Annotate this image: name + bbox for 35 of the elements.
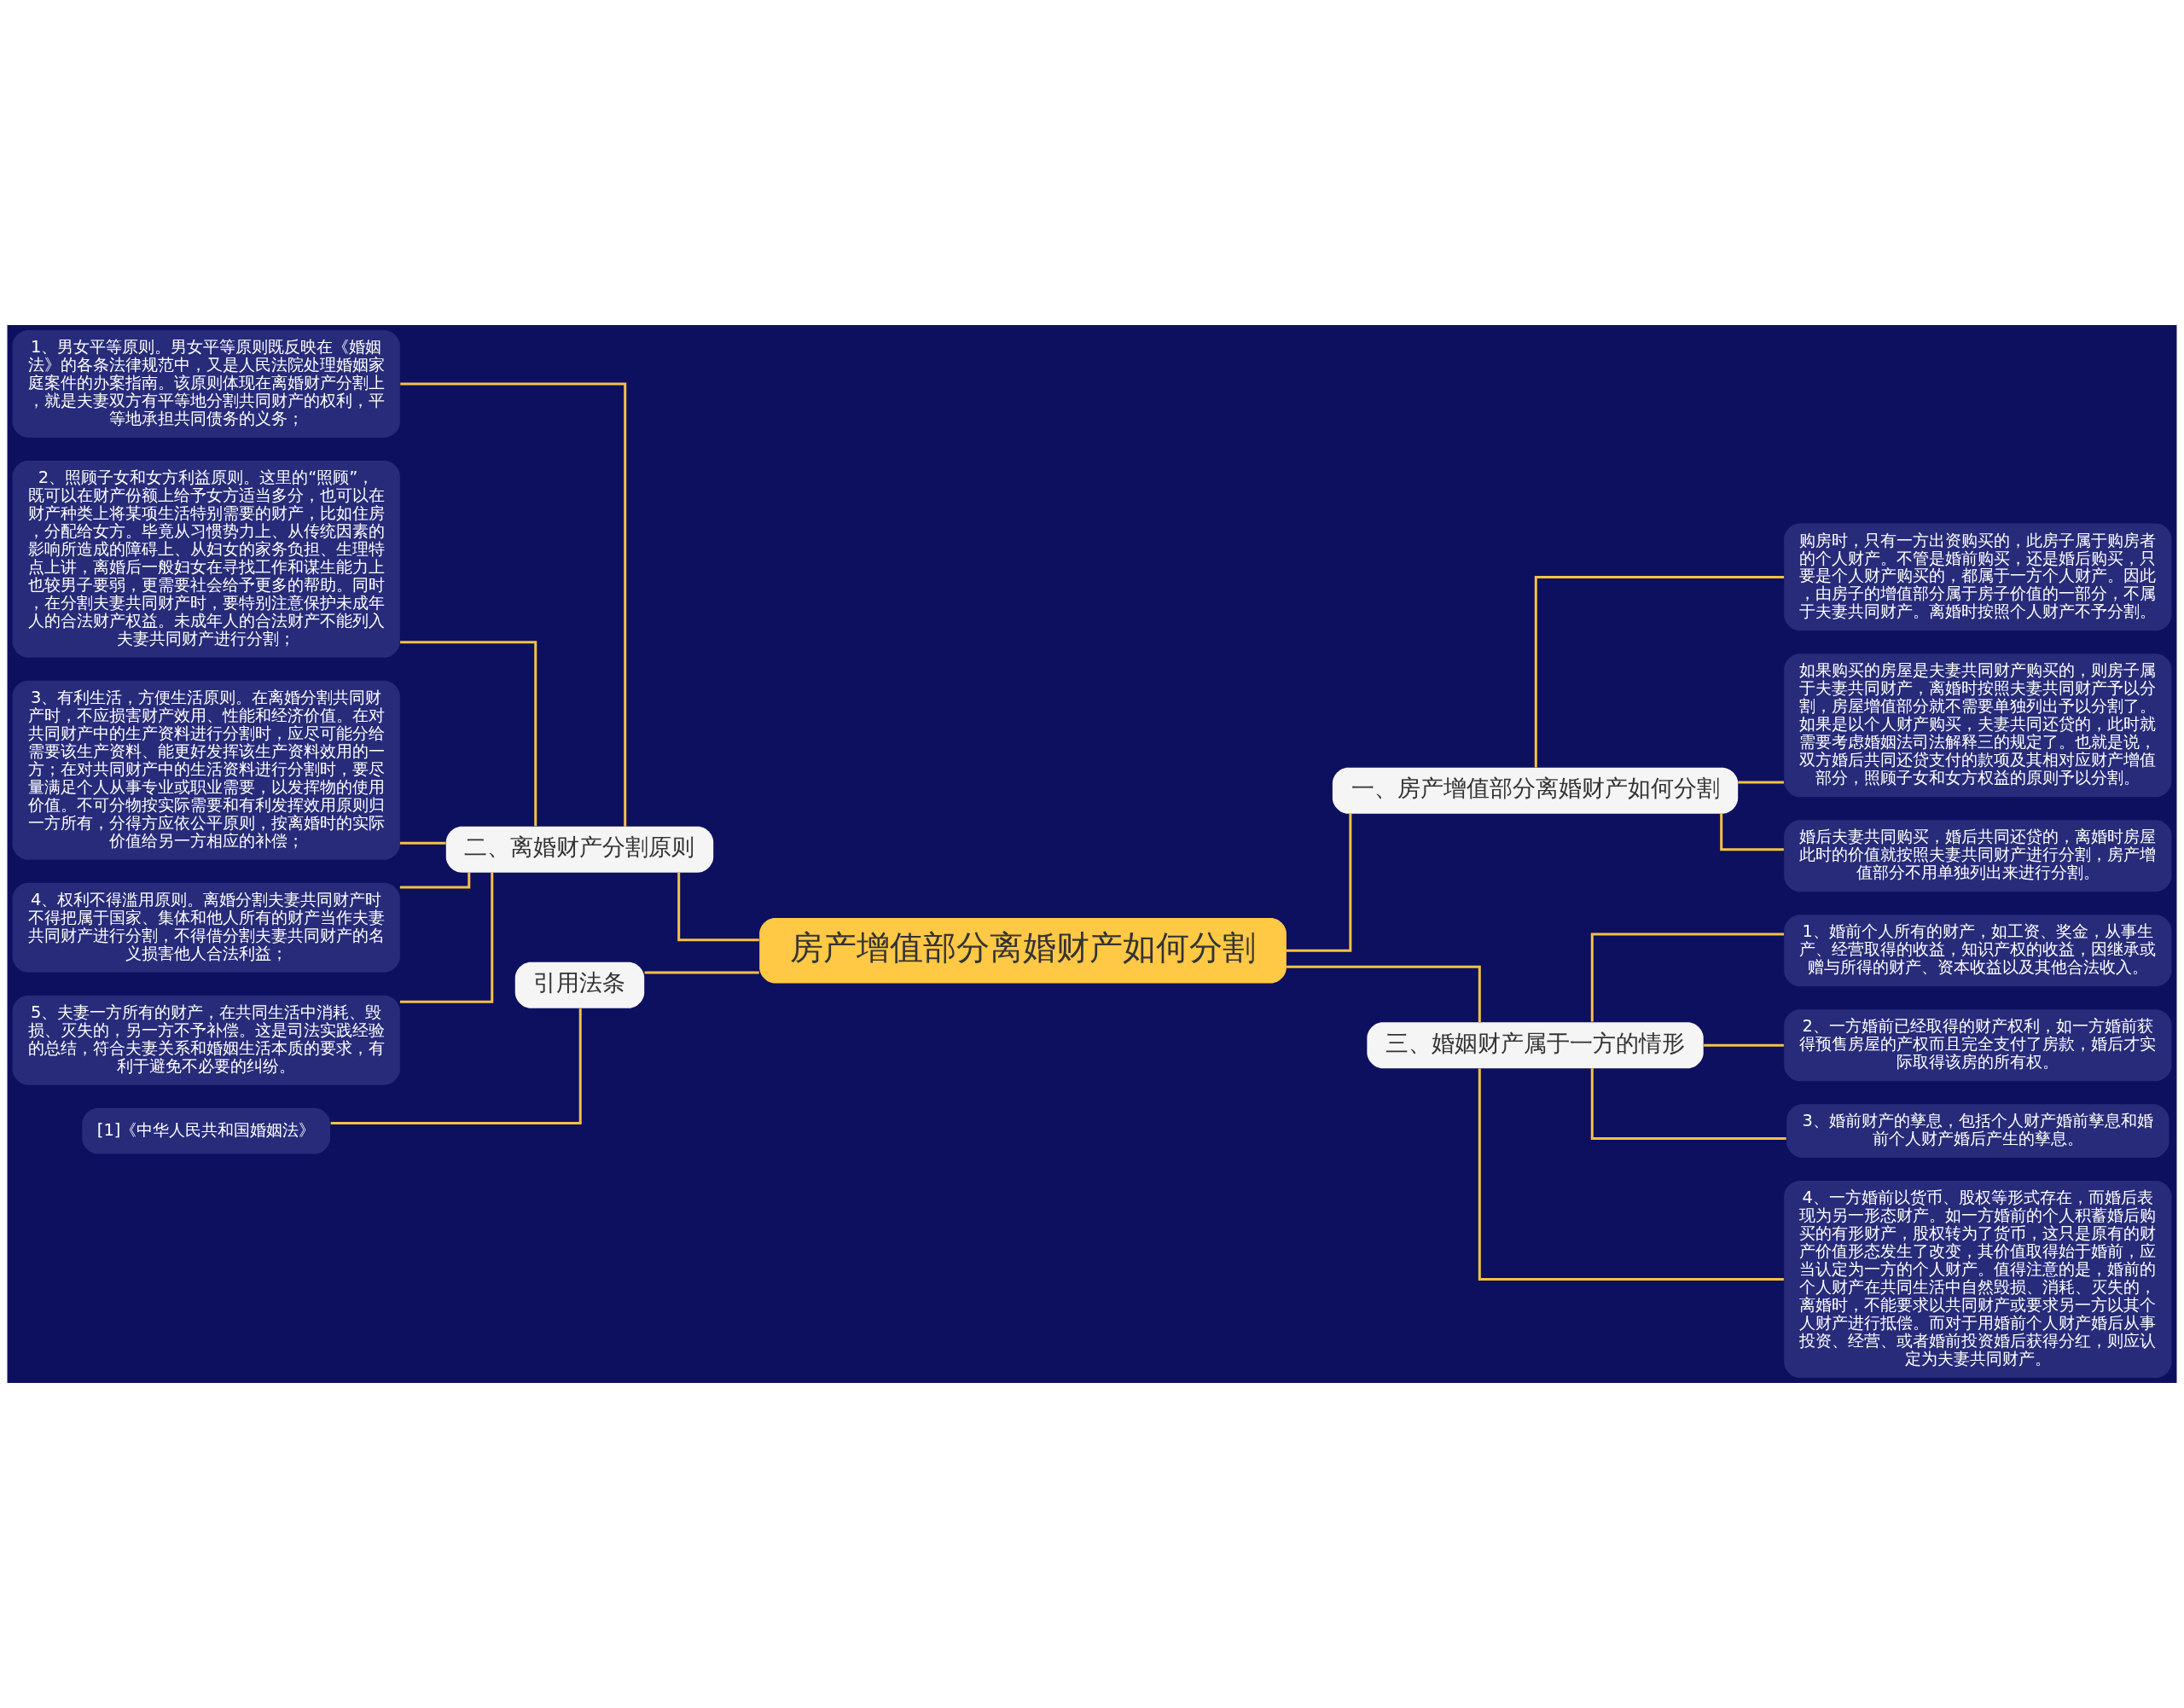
connector bbox=[400, 382, 627, 827]
connector bbox=[1720, 814, 1784, 851]
connector bbox=[1590, 1068, 1786, 1141]
node-box: 2、照顾子女和女方利益原则。这里的“照顾”，既可以在财产份额上给予女方适当多分，也可以在财产种类上将某项生活特别需要的财产，比如住房，分配给女方。毕竟从习惯势力上、从传统因素的影响所造成的障碍上、从妇女的家务负担、生理特点上讲，离婚后一般妇女在寻找工作和谋生能力上也较男子要弱，更需要社会给予更多的帮助。同时，在分割夫妻共同财产时，要特别注意保护未成年人的合法财产权益。未成年人的合法财产不能列入夫妻共同财产进行分割； bbox=[12, 460, 400, 658]
node-box: 婚后夫妻共同购买，婚后共同还贷的，离婚时房屋此时的价值就按照夫妻共同财产进行分割，房产增值部分不用单独列出来进行分割。 bbox=[1784, 820, 2172, 892]
connector bbox=[1738, 781, 1784, 784]
node-box: 3、有利生活，方便生活原则。在离婚分割共同财产时，不应损害财产效用、性能和经济价值。在对共同财产中的生产资料进行分割时，应尽可能分给需要该生产资料、能更好发挥该生产资料效用的一方；在对共同财产中的生活资料进行分割时，要尽量满足个人从事专业或职业需要，以发挥物的使用价值。不可分物按实际需要和有利发挥效用原则归一方所有，分得方应依公平原则，按离婚时的实际价值给另一方相应的补偿； bbox=[12, 680, 400, 860]
connector bbox=[644, 971, 759, 974]
connector bbox=[677, 873, 759, 942]
node-box: 二、离婚财产分割原则 bbox=[445, 826, 714, 873]
node-box: 2、一方婚前已经取得的财产权利，如一方婚前获得预售房屋的产权而且完全支付了房款，婚后才实际取得该房的所有权。 bbox=[1784, 1009, 2172, 1082]
node-box: [1]《中华人民共和国婚姻法》 bbox=[82, 1107, 331, 1154]
node-box: 房产增值部分离婚财产如何分割 bbox=[759, 917, 1287, 984]
connector bbox=[1478, 1068, 1784, 1281]
node-box: 一、房产增值部分离婚财产如何分割 bbox=[1332, 767, 1739, 814]
connector bbox=[399, 872, 494, 1003]
connector bbox=[1590, 932, 1784, 1022]
connector bbox=[399, 841, 446, 845]
node-box: 1、男女平等原则。男女平等原则既反映在《婚姻法》的各条法律规范中，又是人民法院处理婚姻家庭案件的办案指南。该原则体现在离婚财产分割上，就是夫妻双方有平等地分割共同财产的权利，平等地承担共同债务的义务； bbox=[12, 330, 400, 438]
node-box: 1、婚前个人所有的财产，如工资、奖金，从事生产、经营取得的收益，知识产权的收益，因继承或赠与所得的财产、资本收益以及其他合法收入。 bbox=[1784, 915, 2172, 987]
connector bbox=[1704, 1043, 1784, 1047]
node-box: 如果购买的房屋是夫妻共同财产购买的，则房子属于夫妻共同财产，离婚时按照夫妻共同财产予以分割，房屋增值部分就不需要单独列出予以分割了。如果是以个人财产购买，夫妻共同还贷的，此时就需要考虑婚姻法司法解释三的规定了。也就是说，双方婚后共同还贷支付的款项及其相对应财产增值部分，照顾子女和女方权益的原则予以分割。 bbox=[1784, 654, 2172, 798]
connector bbox=[1534, 575, 1785, 768]
node-box: 购房时，只有一方出资购买的，此房子属于购房者的个人财产。不管是婚前购买，还是婚后购买，只要是个人财产购买的，都属于一方个人财产。因此，由房子的增值部分属于房子价值的一部分，不属于夫妻共同财产。离婚时按照个人财产不予分割。 bbox=[1784, 523, 2172, 631]
node-box: 4、权利不得滥用原则。离婚分割夫妻共同财产时不得把属于国家、集体和他人所有的财产当作夫妻共同财产进行分割，不得借分割夫妻共同财产的名义损害他人合法利益； bbox=[12, 882, 400, 973]
connector bbox=[1287, 965, 1481, 1023]
node-box: 引用法条 bbox=[514, 961, 645, 1008]
node-box: 5、夫妻一方所有的财产，在共同生活中消耗、毁损、灭失的，另一方不予补偿。这是司法实践经验的总结，符合夫妻关系和婚姻生活本质的要求，有利于避免不必要的纠纷。 bbox=[12, 995, 400, 1085]
connector bbox=[400, 641, 537, 827]
connector bbox=[1286, 814, 1352, 952]
connector bbox=[330, 1008, 582, 1125]
node-box: 三、婚姻财产属于一方的情形 bbox=[1367, 1022, 1704, 1069]
node-box: 4、一方婚前以货币、股权等形式存在，而婚后表现为另一形态财产。如一方婚前的个人积蓄婚后购买的有形财产，股权转为了货币，这只是原有的财产价值形态发生了改变，其价值取得始于婚前，应当认定为一方的个人财产。值得注意的是，婚前的个人财产在共同生活中自然毁损、消耗、灭失的，离婚时，不能要求以共同财产或要求另一方以其个人财产进行抵偿。而对于用婚前个人财产婚后从事投资、经营、或者婚前投资婚后获得分红，则应认定为夫妻共同财产。 bbox=[1784, 1181, 2172, 1378]
connector bbox=[399, 873, 471, 889]
node-box: 3、婚前财产的孳息，包括个人财产婚前孳息和婚前个人财产婚后产生的孳息。 bbox=[1786, 1104, 2169, 1159]
